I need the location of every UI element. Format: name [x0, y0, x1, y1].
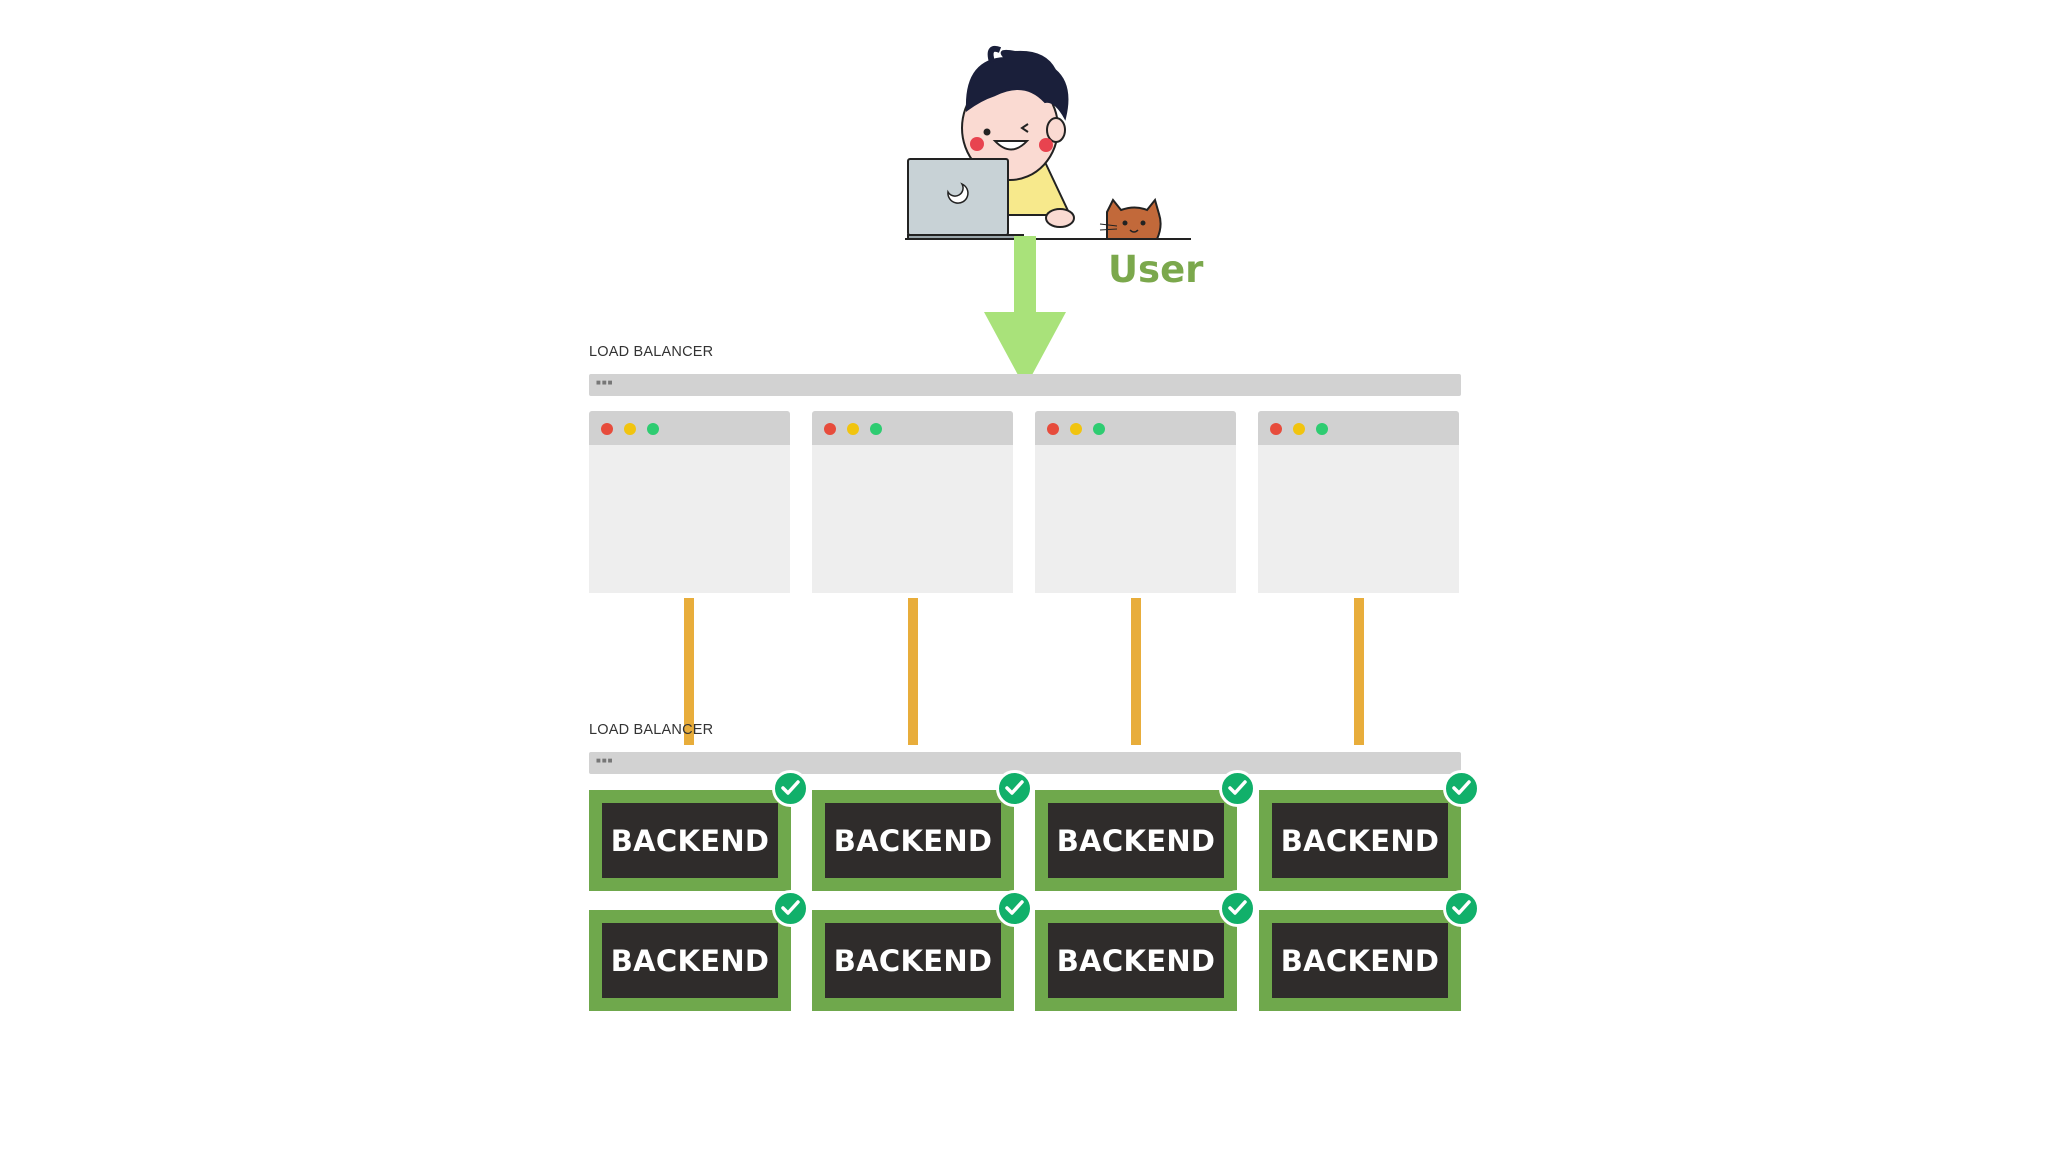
- maximize-dot-icon: [1316, 423, 1328, 435]
- close-dot-icon: [601, 423, 613, 435]
- connector-line: [1131, 598, 1141, 745]
- maximize-dot-icon: [647, 423, 659, 435]
- backend-label: BACKEND: [602, 923, 778, 998]
- window-titlebar: [812, 411, 1013, 445]
- backend-server: BACKEND: [1035, 790, 1237, 891]
- dots-icon: ■■■: [596, 757, 614, 765]
- backend-server: BACKEND: [812, 790, 1014, 891]
- maximize-dot-icon: [1093, 423, 1105, 435]
- backend-label: BACKEND: [1048, 803, 1224, 878]
- user-label: User: [1108, 248, 1203, 291]
- load-balancer-bar: ■■■: [589, 752, 1461, 774]
- backend-label: BACKEND: [602, 803, 778, 878]
- load-balancer-bar: ■■■: [589, 374, 1461, 396]
- backend-server: BACKEND: [1259, 910, 1461, 1011]
- check-icon: [996, 890, 1033, 927]
- server-window: [1258, 411, 1459, 593]
- server-window: [589, 411, 790, 593]
- backend-label: BACKEND: [825, 803, 1001, 878]
- check-icon: [996, 770, 1033, 807]
- backend-label: BACKEND: [825, 923, 1001, 998]
- backend-server: BACKEND: [589, 790, 791, 891]
- check-icon: [772, 890, 809, 927]
- window-titlebar: [1258, 411, 1459, 445]
- window-titlebar: [1035, 411, 1236, 445]
- down-arrow-icon: [980, 236, 1070, 388]
- backend-server: BACKEND: [1259, 790, 1461, 891]
- connector-line: [1354, 598, 1364, 745]
- check-icon: [772, 770, 809, 807]
- backend-server: BACKEND: [1035, 910, 1237, 1011]
- minimize-dot-icon: [1293, 423, 1305, 435]
- backend-server: BACKEND: [812, 910, 1014, 1011]
- backend-label: BACKEND: [1272, 803, 1448, 878]
- user-illustration: [895, 40, 1225, 250]
- minimize-dot-icon: [847, 423, 859, 435]
- load-balancer-label: LOAD BALANCER: [589, 344, 713, 360]
- check-icon: [1219, 890, 1256, 927]
- window-titlebar: [589, 411, 790, 445]
- backend-server: BACKEND: [589, 910, 791, 1011]
- maximize-dot-icon: [870, 423, 882, 435]
- server-window: [1035, 411, 1236, 593]
- connector-line: [908, 598, 918, 745]
- close-dot-icon: [1047, 423, 1059, 435]
- check-icon: [1443, 770, 1480, 807]
- minimize-dot-icon: [624, 423, 636, 435]
- minimize-dot-icon: [1070, 423, 1082, 435]
- check-icon: [1219, 770, 1256, 807]
- check-icon: [1443, 890, 1480, 927]
- dots-icon: ■■■: [596, 379, 614, 387]
- close-dot-icon: [824, 423, 836, 435]
- load-balancer-label: LOAD BALANCER: [589, 722, 713, 738]
- close-dot-icon: [1270, 423, 1282, 435]
- backend-label: BACKEND: [1048, 923, 1224, 998]
- backend-label: BACKEND: [1272, 923, 1448, 998]
- server-window: [812, 411, 1013, 593]
